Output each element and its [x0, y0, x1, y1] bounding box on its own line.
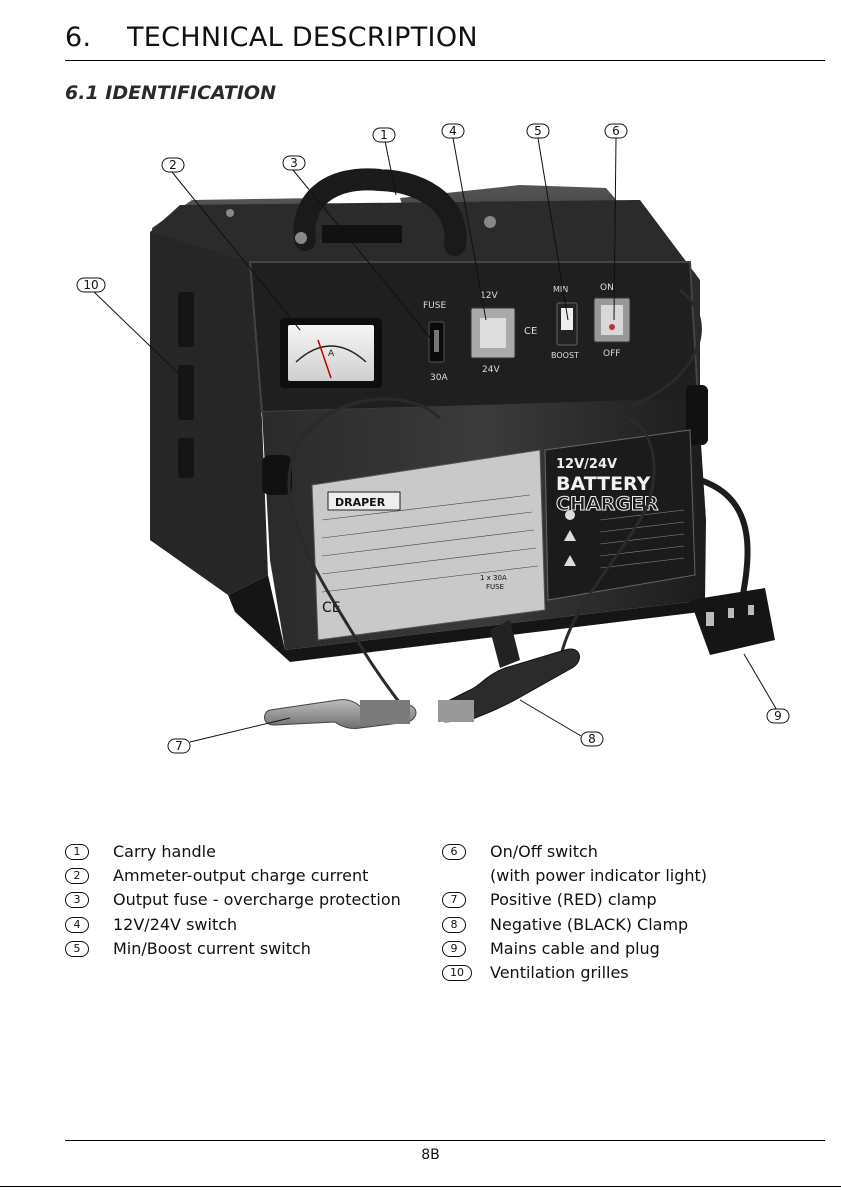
legend-item: 1 Carry handle — [65, 840, 401, 864]
negative-clamp — [438, 620, 580, 723]
min-label: MIN — [553, 285, 568, 294]
svg-text:A: A — [328, 349, 335, 359]
svg-text:7: 7 — [175, 739, 183, 753]
boost-label: BOOST — [551, 351, 579, 360]
legend-number: 2 — [65, 868, 89, 885]
legend-number: 7 — [442, 892, 466, 909]
svg-text:5: 5 — [534, 124, 542, 138]
mains-plug — [690, 588, 775, 655]
battery-charger-figure: A FUSE 30A 12V 24V CE MIN BOOST ON — [76, 123, 790, 754]
voltage-24-label: 24V — [482, 365, 500, 375]
svg-text:2: 2 — [169, 158, 177, 172]
legend-number: 9 — [442, 940, 466, 957]
callout-7: 7 — [167, 738, 191, 754]
charger-label-panel: DRAPER CE 1 x 30A FUSE 12V/24V BATTERY C… — [311, 429, 696, 641]
label-charger: CHARGER — [556, 493, 659, 515]
svg-text:1: 1 — [380, 128, 388, 142]
callout-6: 6 — [604, 123, 628, 139]
on-label: ON — [600, 283, 614, 293]
legend-number: 1 — [65, 844, 89, 860]
callout-2: 2 — [161, 157, 185, 173]
voltage-12-label: 12V — [480, 291, 498, 301]
callout-1: 1 — [372, 127, 396, 143]
voltage-switch: 12V 24V — [470, 291, 516, 375]
brand-label: DRAPER — [335, 496, 386, 509]
off-label: OFF — [603, 349, 620, 359]
carry-handle — [293, 168, 467, 256]
callout-8: 8 — [580, 731, 604, 747]
callout-leaders — [92, 137, 779, 743]
legend-text: On/Off switch — [490, 842, 598, 861]
callout-10: 10 — [76, 277, 106, 293]
legend-item: 2 Ammeter-output charge current — [65, 864, 401, 888]
legend-number: 8 — [442, 916, 466, 933]
legend-text: Negative (BLACK) Clamp — [490, 914, 689, 934]
positive-clamp — [264, 699, 417, 729]
ammeter: A — [280, 318, 382, 388]
fuse-rating-label: 30A — [430, 373, 448, 383]
footer-rule — [65, 1140, 825, 1141]
legend-text: (with power indicator light) — [490, 866, 708, 886]
svg-text:3: 3 — [290, 156, 298, 170]
svg-text:4: 4 — [449, 124, 457, 138]
legend-text: Min/Boost current switch — [113, 938, 311, 958]
legend-item: 3 Output fuse - overcharge protection — [65, 888, 401, 912]
legend-text: 12V/24V switch — [113, 914, 238, 934]
legend-item-continuation: (with power indicator light) — [442, 864, 707, 888]
legend-right: 6 On/Off switch (with power indicator lig… — [442, 840, 707, 985]
legend-number: 4 — [65, 916, 89, 933]
section-number: 6. — [65, 22, 92, 53]
callout-5: 5 — [526, 123, 550, 139]
section-title: 6. TECHNICAL DESCRIPTION — [65, 22, 478, 53]
legend-left: 1 Carry handle 2 Ammeter-output charge cur… — [65, 840, 401, 961]
legend-text: Carry handle — [113, 842, 216, 861]
min-boost-switch: MIN BOOST — [551, 285, 579, 360]
svg-text:9: 9 — [774, 709, 782, 723]
section-title-text: TECHNICAL DESCRIPTION — [127, 22, 478, 53]
ventilation-grilles — [178, 292, 194, 478]
legend-text: Positive (RED) clamp — [490, 890, 657, 910]
charger-body: A FUSE 30A 12V 24V CE MIN BOOST ON — [150, 168, 708, 662]
label-volts: 12V/24V — [556, 457, 617, 472]
callout-badges: 1 2 3 4 5 6 7 8 9 10 — [76, 123, 790, 754]
legend-text: Ventilation grilles — [490, 963, 629, 983]
svg-text:10: 10 — [83, 278, 98, 292]
title-rule — [65, 60, 825, 61]
svg-text:8: 8 — [588, 732, 596, 746]
legend-item: 6 On/Off switch — [442, 840, 707, 864]
legend-item: 4 12V/24V switch — [65, 913, 401, 937]
callout-4: 4 — [441, 123, 465, 139]
legend-text: Output fuse - overcharge protection — [113, 890, 401, 910]
legend-text: Ammeter-output charge current — [113, 866, 369, 886]
fuse-word-label: FUSE — [486, 583, 504, 591]
legend-item: 5 Min/Boost current switch — [65, 937, 401, 961]
label-battery: BATTERY — [556, 473, 651, 495]
legend-number: 6 — [442, 844, 466, 860]
clamp-cables — [287, 288, 702, 711]
legend-item: 7 Positive (RED) clamp — [442, 888, 707, 912]
legend-item: 10 Ventilation grilles — [442, 961, 707, 985]
fuse-holder: FUSE 30A — [423, 301, 448, 383]
svg-text:CE: CE — [524, 326, 537, 337]
fuse-note-label: 1 x 30A — [480, 574, 507, 582]
page-bottom-edge — [0, 1186, 841, 1187]
on-off-switch: ON OFF — [593, 283, 631, 359]
legend-item: 8 Negative (BLACK) Clamp — [442, 913, 707, 937]
callout-3: 3 — [282, 155, 306, 171]
legend-number: 10 — [442, 965, 472, 982]
callout-9: 9 — [766, 708, 790, 724]
mains-cable — [699, 477, 751, 611]
legend-number: 3 — [65, 892, 89, 909]
legend-number: 5 — [65, 940, 89, 957]
legend-text: Mains cable and plug — [490, 938, 660, 958]
fuse-label: FUSE — [423, 301, 446, 311]
subsection-title: 6.1 IDENTIFICATION — [65, 82, 276, 104]
legend-item: 9 Mains cable and plug — [442, 937, 707, 961]
page-number: 8B — [421, 1147, 440, 1163]
svg-text:6: 6 — [612, 124, 620, 138]
